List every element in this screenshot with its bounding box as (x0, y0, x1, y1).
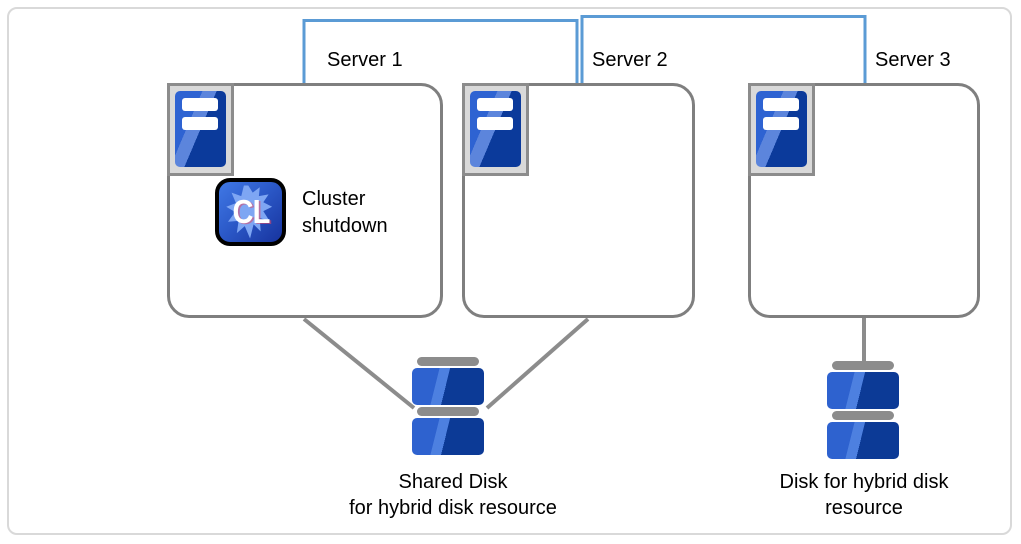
interconnect-line-server2-server3 (580, 15, 867, 84)
hybrid-disk-label: Disk for hybrid disk resource (779, 471, 949, 519)
shared-disk-icon (412, 357, 484, 455)
disk-platter (827, 422, 899, 459)
server-tower-graphic (756, 91, 807, 167)
splat-shape (226, 185, 273, 239)
hybrid-disk-icon (827, 361, 899, 459)
server-box-3 (748, 83, 980, 318)
server-1-label: Server 1 (327, 49, 403, 71)
tower-slot-bar (182, 98, 218, 111)
interconnect-line-server1-server2 (302, 19, 579, 84)
disk-platter (412, 418, 484, 455)
disk-platter (412, 368, 484, 405)
server-tower-icon (748, 83, 815, 176)
shared-disk-label: Shared Disk for hybrid disk resource (349, 471, 557, 519)
cluster-icon-label: CL (232, 193, 270, 230)
server-box-1: CL Cluster shutdown (167, 83, 443, 318)
server-tower-graphic (470, 91, 521, 167)
server-tower-graphic (175, 91, 226, 167)
tower-slot-bar (477, 98, 513, 111)
disk-cap (832, 361, 894, 370)
server-tower-icon (462, 83, 529, 176)
tower-slot-bar (763, 98, 799, 111)
cluster-software-icon: CL (215, 178, 286, 246)
diagram-border (7, 7, 1012, 535)
cluster-shutdown-caption: Cluster shutdown (302, 188, 388, 237)
disk-cap (417, 407, 479, 416)
disk-platter (827, 372, 899, 409)
server-box-2 (462, 83, 695, 318)
server-2-label: Server 2 (592, 49, 668, 71)
disk-cap (417, 357, 479, 366)
storage-link-server1-shared-disk (302, 317, 416, 410)
disk-cap (832, 411, 894, 420)
server-3-label: Server 3 (875, 49, 951, 71)
tower-slot-bar (763, 117, 799, 130)
tower-slot-bar (477, 117, 513, 130)
storage-link-server2-shared-disk (485, 317, 590, 410)
server-tower-icon (167, 83, 234, 176)
tower-slot-bar (182, 117, 218, 130)
